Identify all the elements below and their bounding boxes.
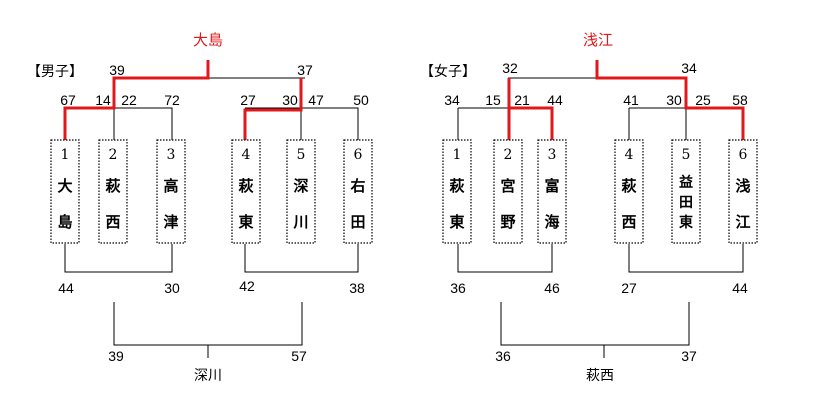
- mens-seed-4: 4: [242, 147, 251, 163]
- womens-consolation-winner: 萩西: [586, 368, 614, 384]
- womens-lower-score: 46: [544, 280, 560, 296]
- mens-team-box-2: [98, 139, 128, 244]
- womens-seed-1: 1: [453, 147, 462, 163]
- womens-team-4-char-2: 西: [621, 213, 636, 231]
- mens-team-box-3: [156, 139, 186, 244]
- mens-consolation-score-right: 57: [291, 348, 307, 364]
- womens-team-5-char-1: 益: [679, 174, 693, 191]
- womens-team-box-5: [671, 139, 701, 244]
- mens-lower-score: 42: [239, 278, 255, 294]
- mens-seed-6: 6: [354, 147, 363, 163]
- womens-team-3-char-1: 富: [544, 177, 559, 195]
- womens-lower-score: 44: [732, 280, 748, 296]
- womens-score: 44: [547, 92, 563, 108]
- womens-score: 30: [666, 92, 682, 108]
- womens-team-6-char-2: 江: [735, 213, 750, 231]
- womens-seed-4: 4: [625, 147, 634, 163]
- mens-score: 72: [164, 92, 180, 108]
- womens-seed-6: 6: [739, 147, 748, 163]
- mens-team-5-char-2: 川: [292, 213, 308, 231]
- mens-team-6-char-1: 右: [350, 177, 365, 195]
- womens-header: 【女子】: [420, 63, 476, 80]
- mens-team-box-4: [231, 139, 261, 244]
- mens-lower-score: 30: [164, 280, 180, 296]
- mens-team-5-char-1: 深: [293, 177, 308, 195]
- mens-champion: 大島: [193, 31, 223, 49]
- womens-lower-score: 27: [621, 280, 637, 296]
- womens-winner-path: [507, 60, 745, 140]
- womens-score: 15: [485, 92, 501, 108]
- womens-final-score-right: 34: [681, 60, 697, 76]
- womens-team-1-char-2: 東: [449, 213, 464, 231]
- womens-score: 25: [695, 92, 711, 108]
- womens-team-5-char-2: 田: [679, 195, 693, 211]
- mens-consolation-score-left: 39: [108, 348, 124, 364]
- mens-score: 47: [308, 92, 324, 108]
- mens-seed-3: 3: [167, 147, 176, 163]
- mens-winner-path: [63, 60, 303, 140]
- mens-team-6-char-2: 田: [350, 213, 365, 231]
- womens-team-box-4: [614, 139, 644, 244]
- mens-seed-2: 2: [109, 147, 118, 163]
- womens-team-box-3: [537, 139, 567, 244]
- mens-team-2-char-1: 萩: [105, 177, 120, 195]
- womens-team-box-1: [442, 139, 472, 244]
- mens-team-4-char-1: 萩: [238, 177, 253, 195]
- womens-score: 21: [514, 92, 530, 108]
- mens-bracket: 1 2 3 4 5 6 大 島 萩 西 高 津 萩 東 深 川 右 田 【男子】…: [27, 31, 373, 384]
- womens-champion: 浅江: [583, 31, 613, 49]
- womens-team-2-char-2: 野: [500, 213, 515, 231]
- womens-seed-2: 2: [504, 147, 513, 163]
- mens-final-score-left: 39: [109, 62, 125, 78]
- mens-team-2-char-2: 西: [105, 213, 120, 231]
- womens-team-6-char-1: 浅: [735, 177, 750, 195]
- mens-team-3-char-2: 津: [163, 213, 178, 231]
- womens-final-score-left: 32: [502, 60, 518, 76]
- womens-team-box-2: [493, 139, 523, 244]
- womens-team-5-char-3: 東: [679, 214, 693, 231]
- womens-team-4-char-1: 萩: [621, 177, 636, 195]
- womens-lower-score: 36: [450, 280, 466, 296]
- mens-score: 27: [240, 92, 256, 108]
- womens-score: 34: [444, 92, 460, 108]
- mens-score: 22: [121, 92, 137, 108]
- womens-consolation-score-right: 37: [681, 348, 697, 364]
- womens-consolation-score-left: 36: [495, 348, 511, 364]
- womens-seed-5: 5: [682, 147, 691, 163]
- mens-header: 【男子】: [27, 64, 83, 80]
- mens-final-score-right: 37: [297, 62, 313, 78]
- womens-seed-3: 3: [548, 147, 557, 163]
- mens-score: 67: [60, 92, 76, 108]
- womens-team-3-char-2: 海: [544, 213, 559, 231]
- mens-team-4-char-2: 東: [238, 213, 253, 231]
- womens-team-1-char-1: 萩: [449, 177, 464, 195]
- mens-lower-score: 44: [58, 280, 74, 296]
- mens-seed-5: 5: [297, 147, 306, 163]
- womens-bracket: 1 2 3 4 5 6 萩 東 宮 野 富 海 萩 西 益 田 東 浅 江 【女…: [420, 31, 758, 384]
- mens-team-1-char-1: 大: [57, 177, 72, 195]
- mens-team-box-5: [286, 139, 316, 244]
- mens-team-box-1: [50, 139, 80, 244]
- mens-seed-1: 1: [61, 147, 70, 163]
- mens-consolation-winner: 深川: [194, 368, 222, 384]
- womens-team-2-char-1: 宮: [500, 177, 515, 195]
- mens-score: 30: [282, 92, 298, 108]
- womens-score: 58: [732, 92, 748, 108]
- mens-lower-score: 38: [349, 280, 365, 296]
- mens-team-1-char-2: 島: [57, 213, 72, 231]
- mens-score: 50: [353, 92, 369, 108]
- mens-score: 14: [95, 92, 111, 108]
- womens-team-box-6: [728, 139, 758, 244]
- womens-score: 41: [623, 92, 639, 108]
- mens-team-box-6: [343, 139, 373, 244]
- mens-team-3-char-1: 高: [163, 177, 178, 195]
